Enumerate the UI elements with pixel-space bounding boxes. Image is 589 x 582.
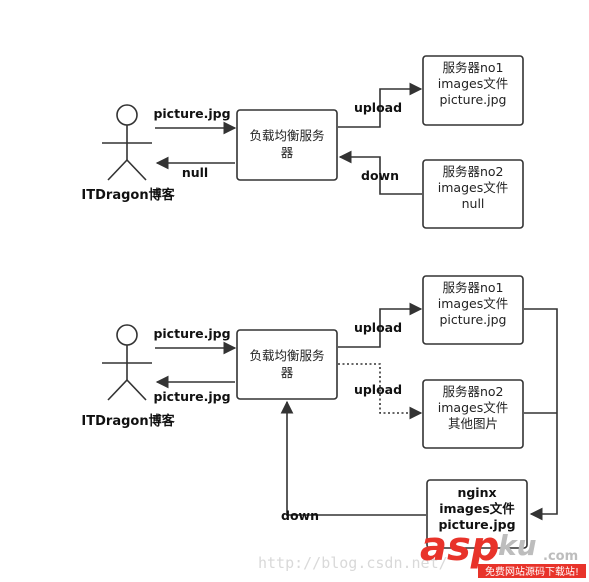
- bottom-server1-line3: picture.jpg: [440, 312, 507, 327]
- bottom-server2-line2: images文件: [438, 400, 508, 415]
- bottom-server2-line3: 其他图片: [448, 416, 498, 431]
- watermark-logo-part2: ku: [498, 529, 537, 562]
- bottom-sync-line: [524, 308, 558, 521]
- top-server1-line3: picture.jpg: [440, 92, 507, 107]
- top-lb-label-line2: 器: [281, 145, 294, 160]
- bottom-server1-box: [422, 275, 524, 345]
- top-lb-label-line1: 负载均衡服务: [249, 128, 324, 143]
- top-upload-arrow: [338, 82, 423, 128]
- top-response-label: null: [182, 165, 208, 180]
- watermark-logo-part1: asp: [420, 524, 499, 570]
- bottom-nginx-line1: nginx: [457, 485, 496, 500]
- top-actor-label: ITDragon博客: [81, 187, 175, 203]
- top-server2-line2: images文件: [438, 180, 508, 195]
- watermark-logo-suffix: .com: [543, 549, 578, 564]
- bottom-down-label: down: [281, 508, 319, 523]
- bottom-upload1-label: upload: [354, 320, 402, 335]
- top-upload-label: upload: [354, 100, 402, 115]
- top-server1-line2: images文件: [438, 76, 508, 91]
- bottom-server2-box: [422, 379, 524, 449]
- bottom-nginx-line3: picture.jpg: [438, 517, 515, 532]
- bottom-actor-label: ITDragon博客: [81, 413, 175, 429]
- top-server1-line1: 服务器no1: [442, 60, 503, 75]
- bottom-diagram: ITDragon博客 负载均衡服务 器 服务器no1 images文件 pict…: [81, 275, 558, 549]
- top-down-arrow: [338, 150, 422, 195]
- watermark-tagline-bg: [478, 564, 586, 578]
- top-actor-figure: [102, 104, 152, 181]
- bottom-load-balancer-box: [236, 329, 338, 400]
- top-down-label: down: [361, 168, 399, 183]
- watermark-tagline: 免费网站源码下载站!: [485, 565, 579, 578]
- top-server1-box: [422, 55, 524, 126]
- bottom-nginx-line2: images文件: [439, 501, 515, 516]
- bottom-nginx-box: [426, 479, 528, 549]
- top-diagram: ITDragon博客 负载均衡服务 器 服务器no1 images文件 pict…: [81, 55, 524, 229]
- top-server2-line3: null: [462, 196, 485, 211]
- bottom-down-arrow: [280, 400, 426, 516]
- watermark-url: http://blog.csdn.net/: [258, 554, 448, 572]
- bottom-response-label: picture.jpg: [153, 389, 230, 404]
- bottom-upload2-label: upload: [354, 382, 402, 397]
- top-server2-line1: 服务器no2: [442, 164, 503, 179]
- watermark: http://blog.csdn.net/ asp ku .com 免费网站源码…: [258, 524, 586, 578]
- bottom-server1-line1: 服务器no1: [442, 280, 503, 295]
- bottom-lb-label-line1: 负载均衡服务: [249, 348, 324, 363]
- top-load-balancer-box: [236, 109, 338, 181]
- bottom-server1-line2: images文件: [438, 296, 508, 311]
- bottom-lb-label-line2: 器: [281, 365, 294, 380]
- bottom-server2-line1: 服务器no2: [442, 384, 503, 399]
- bottom-upload1-arrow: [338, 302, 423, 348]
- bottom-request-label: picture.jpg: [153, 326, 230, 341]
- bottom-actor-figure: [102, 324, 152, 401]
- top-server2-box: [422, 159, 524, 229]
- top-request-label: picture.jpg: [153, 106, 230, 121]
